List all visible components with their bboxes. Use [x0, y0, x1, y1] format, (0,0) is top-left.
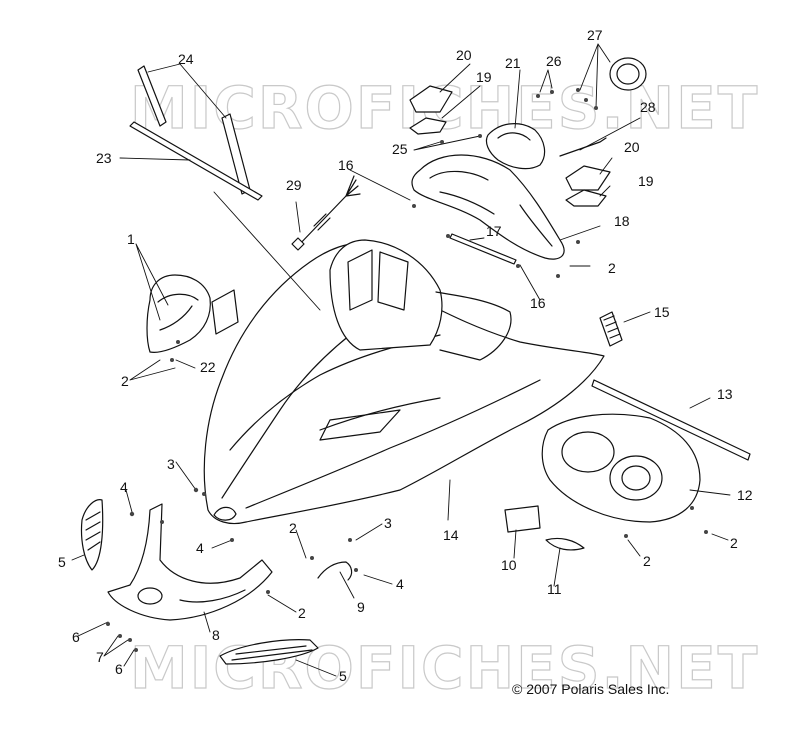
rod-part — [449, 233, 517, 265]
grille-part-left — [80, 499, 104, 571]
callout-5: 5 — [339, 668, 347, 684]
wire-harness-part — [291, 175, 361, 251]
callout-20: 20 — [624, 139, 640, 155]
callout-10: 10 — [501, 557, 517, 573]
callout-2: 2 — [289, 520, 297, 536]
callout-2: 2 — [608, 260, 616, 276]
gauge-part — [609, 57, 647, 91]
callout-6: 6 — [72, 629, 80, 645]
callout-4: 4 — [196, 540, 204, 556]
cable-part — [559, 137, 607, 157]
hood-part — [203, 243, 605, 525]
gauge-bezel-part — [485, 123, 546, 170]
callout-11: 11 — [547, 581, 562, 597]
callout-25: 25 — [392, 141, 408, 157]
cap-part-right — [565, 165, 611, 191]
fastener-dots — [106, 88, 708, 652]
callout-20: 20 — [456, 47, 472, 63]
watermark-top: MICROFICHES.NET — [130, 74, 759, 142]
callout-29: 29 — [286, 177, 302, 193]
callout-2: 2 — [643, 553, 651, 569]
callout-4: 4 — [396, 576, 404, 592]
headlight-housing-part — [541, 413, 701, 523]
callout-22: 22 — [200, 359, 216, 375]
watermark-bottom: MICROFICHES.NET — [130, 634, 759, 702]
callout-2: 2 — [730, 535, 738, 551]
callout-3: 3 — [167, 456, 175, 472]
callout-21: 21 — [505, 55, 521, 71]
callout-8: 8 — [212, 627, 220, 643]
small-grille-part — [599, 311, 623, 347]
wire-clip-part — [317, 561, 353, 581]
callout-19: 19 — [638, 173, 654, 189]
callout-9: 9 — [357, 599, 365, 615]
side-mirror-part — [146, 274, 239, 353]
callout-16: 16 — [530, 295, 546, 311]
callout-3: 3 — [384, 515, 392, 531]
callout-4: 4 — [120, 479, 128, 495]
callout-13: 13 — [717, 386, 733, 402]
lower-bumper-part — [107, 503, 273, 621]
copyright-text: © 2007 Polaris Sales Inc. — [512, 681, 669, 697]
clip-part-right — [565, 189, 607, 207]
callout-18: 18 — [614, 213, 630, 229]
grille-part-bottom — [219, 639, 319, 665]
callout-7: 7 — [96, 649, 104, 665]
upper-cowl-part — [329, 239, 512, 361]
decal-part — [504, 505, 541, 533]
callout-2: 2 — [298, 605, 306, 621]
callout-17: 17 — [486, 223, 502, 239]
callout-2: 2 — [121, 373, 129, 389]
dashboard-housing-part — [411, 154, 565, 260]
long-trim-strip — [591, 379, 751, 461]
callout-16: 16 — [338, 157, 354, 173]
callout-15: 15 — [654, 304, 670, 320]
callout-27: 27 — [587, 27, 603, 43]
callout-26: 26 — [546, 53, 562, 69]
windshield-trim-strips — [129, 65, 263, 201]
callout-6: 6 — [115, 661, 123, 677]
callout-14: 14 — [443, 527, 459, 543]
callout-28: 28 — [640, 99, 656, 115]
clip-part-top — [409, 117, 447, 135]
callout-24: 24 — [178, 51, 194, 67]
lens-part — [545, 537, 585, 551]
callout-labels: 1 2 2 2 2 2 2 3 3 4 4 4 5 5 6 6 7 8 9 10… — [58, 27, 753, 684]
callout-23: 23 — [96, 150, 112, 166]
cap-part-top — [409, 85, 453, 113]
callout-12: 12 — [737, 487, 753, 503]
callout-19: 19 — [476, 69, 492, 85]
callout-5: 5 — [58, 554, 66, 570]
callout-1: 1 — [127, 231, 135, 247]
leader-lines — [71, 43, 731, 677]
